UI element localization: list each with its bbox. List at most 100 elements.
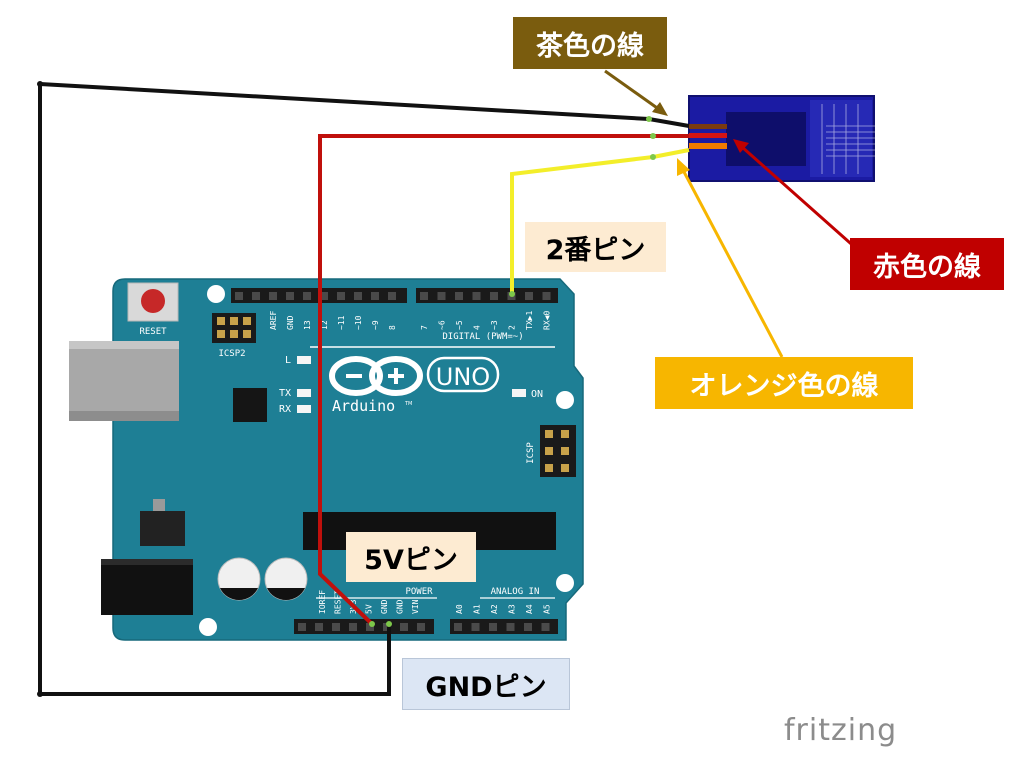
led-l: L bbox=[285, 355, 311, 366]
header-pin bbox=[454, 623, 462, 631]
header-pin bbox=[349, 623, 357, 631]
mounting-hole bbox=[199, 618, 217, 636]
pin-label: AREF bbox=[269, 311, 278, 330]
pin-label: 2 bbox=[508, 325, 517, 330]
header-pin bbox=[269, 292, 277, 300]
pin-label: A4 bbox=[525, 604, 534, 614]
header-pin bbox=[366, 623, 374, 631]
wire-signal-yellow bbox=[510, 148, 690, 294]
servo-motor bbox=[688, 95, 896, 182]
pin-label: A2 bbox=[490, 604, 499, 614]
pin-label: A3 bbox=[508, 604, 517, 614]
power-jack bbox=[101, 559, 193, 615]
header-pin bbox=[235, 292, 243, 300]
header-pin bbox=[489, 623, 497, 631]
arrow-brown bbox=[604, 69, 668, 116]
wire-5v-red bbox=[318, 134, 689, 626]
pin-label: 8 bbox=[388, 325, 397, 330]
pin-label: ~3 bbox=[490, 320, 499, 330]
arduino-brand: Arduino bbox=[332, 397, 395, 415]
header-pin bbox=[320, 292, 328, 300]
wire-gnd-black bbox=[39, 82, 690, 128]
orange-wire-label: オレンジ色の線 bbox=[655, 357, 913, 409]
mounting-hole bbox=[207, 285, 225, 303]
pin-label: GND bbox=[396, 599, 405, 614]
wire-gnd-black-lower bbox=[38, 84, 391, 696]
mounting-hole bbox=[556, 391, 574, 409]
pin-label: 4 bbox=[473, 325, 482, 330]
header-pin bbox=[420, 292, 428, 300]
mounting-hole bbox=[556, 574, 574, 592]
pin-label: A0 bbox=[455, 604, 464, 614]
header-pin bbox=[388, 292, 396, 300]
arduino-logo: UNO Arduino TM bbox=[329, 356, 500, 415]
digital-label: DIGITAL (PWM=~) bbox=[442, 332, 523, 342]
header-pin bbox=[298, 623, 306, 631]
pin-label: 5V bbox=[365, 604, 374, 614]
gnd-pin-label: GNDピン bbox=[402, 658, 570, 710]
trademark-mark: TM bbox=[404, 401, 412, 407]
capacitor-1 bbox=[217, 557, 261, 601]
servo-brown-lead bbox=[689, 124, 727, 129]
uno-logo-text: UNO bbox=[436, 363, 490, 391]
pin-label: ~10 bbox=[354, 315, 363, 330]
pin-label: GND bbox=[286, 315, 295, 330]
header-pin bbox=[472, 292, 481, 300]
pin-label: 13 bbox=[303, 320, 312, 330]
header-pin bbox=[400, 623, 408, 631]
voltage-regulator bbox=[140, 499, 185, 546]
header-pin bbox=[337, 292, 345, 300]
icsp-label: ICSP bbox=[526, 442, 536, 464]
pin-label: A1 bbox=[473, 604, 482, 614]
header-pin bbox=[506, 623, 515, 631]
header-pin bbox=[332, 623, 340, 631]
brown-wire-label: 茶色の線 bbox=[513, 17, 667, 69]
led-tx: TX bbox=[279, 388, 311, 399]
5v-pin-label: 5Vピン bbox=[346, 532, 476, 582]
power-label: POWER bbox=[405, 587, 433, 597]
header-pin bbox=[315, 623, 323, 631]
pin-label: 12 bbox=[320, 320, 329, 330]
icsp2-label: ICSP2 bbox=[218, 349, 245, 359]
svg-text:RX: RX bbox=[279, 404, 291, 415]
pin-label: GND bbox=[380, 599, 389, 614]
pin-label: RESET bbox=[334, 590, 343, 614]
arrow-orange bbox=[677, 158, 784, 358]
reset-label: RESET bbox=[139, 327, 167, 337]
pin-label: ~5 bbox=[455, 320, 464, 330]
header-pin bbox=[303, 292, 311, 300]
pin-label: ~9 bbox=[371, 320, 380, 330]
pin-label: A5 bbox=[543, 604, 552, 614]
capacitor-2 bbox=[264, 557, 308, 601]
icsp-header: ICSP bbox=[526, 425, 576, 477]
svg-text:L: L bbox=[285, 355, 291, 366]
header-pin bbox=[455, 292, 463, 300]
arrow-red bbox=[733, 139, 859, 252]
header-pin bbox=[286, 292, 294, 300]
usb-chip bbox=[233, 388, 267, 422]
header-pin bbox=[354, 292, 362, 300]
red-wire-label: 赤色の線 bbox=[850, 238, 1004, 290]
power-header bbox=[294, 619, 434, 634]
header-pin bbox=[417, 623, 425, 631]
pin-label: TX▶1 bbox=[525, 311, 534, 330]
pin-label: IOREF bbox=[318, 590, 327, 614]
header-pin bbox=[542, 292, 551, 300]
pin-label: RX◀0 bbox=[543, 311, 552, 330]
digital-header-right bbox=[416, 288, 558, 303]
led-rx: RX bbox=[279, 404, 311, 415]
header-pin bbox=[541, 623, 550, 631]
header-pin bbox=[524, 623, 532, 631]
servo-red-lead bbox=[689, 133, 727, 138]
analog-in-label: ANALOG IN bbox=[491, 587, 540, 597]
header-pin bbox=[525, 292, 533, 300]
svg-text:TX: TX bbox=[279, 388, 291, 399]
pin-label: VIN bbox=[411, 599, 420, 614]
header-pin bbox=[371, 292, 379, 300]
svg-text:ON: ON bbox=[531, 389, 543, 400]
header-pin bbox=[252, 292, 260, 300]
fritzing-watermark: fritzing bbox=[784, 713, 898, 748]
header-pin bbox=[490, 292, 498, 300]
header-pin bbox=[471, 623, 480, 631]
